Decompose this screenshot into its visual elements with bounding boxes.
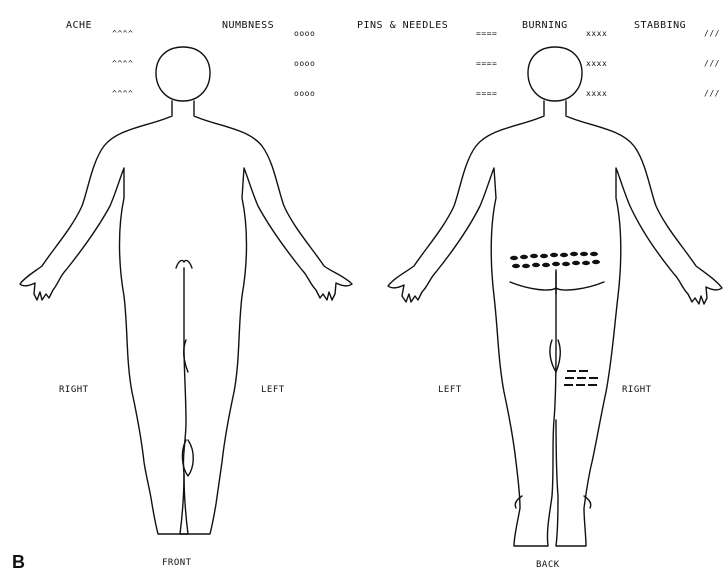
numbness-mark [592,260,600,264]
back-caption: BACK [536,560,560,570]
pins-needles-mark [564,384,573,386]
numbness-mark [520,255,528,259]
numbness-mark [590,252,598,256]
back-body-outline [388,47,722,546]
numbness-mark [532,263,540,267]
pins-needles-mark [567,370,576,372]
back-gluteal-fold [510,282,604,290]
back-left-ankle [515,496,522,508]
pins-needles-mark [577,377,586,379]
numbness-mark [540,254,548,258]
back-right-side-label: RIGHT [622,385,652,395]
numbness-mark [552,262,560,266]
pins-needles-mark [589,377,598,379]
numbness-mark [522,264,530,268]
numbness-mark [510,256,518,260]
numbness-mark [560,253,568,257]
numbness-mark [542,263,550,267]
front-body-left-contour [20,101,188,534]
numbness-mark [530,254,538,258]
panel-label: B [12,552,25,573]
front-body-right-contour [180,101,352,534]
front-head [156,47,210,101]
front-left-side-label: LEFT [261,385,285,395]
back-left-side-label: LEFT [438,385,462,395]
pins-needles-mark [588,384,597,386]
front-right-side-label: RIGHT [59,385,89,395]
numbness-mark [572,261,580,265]
numbness-markings [510,252,600,268]
front-caption: FRONT [162,558,192,568]
numbness-mark [562,262,570,266]
pins-needles-mark [576,384,585,386]
back-body-left-contour [388,101,556,546]
front-body-outline [20,47,352,534]
numbness-mark [570,252,578,256]
front-crotch [176,260,192,268]
pins-needles-markings [564,370,598,386]
numbness-mark [512,264,520,268]
numbness-mark [582,261,590,265]
back-body-right-contour [556,101,722,546]
numbness-mark [550,253,558,257]
pins-needles-mark [565,377,574,379]
pins-needles-mark [579,370,588,372]
back-knee [550,340,560,372]
numbness-mark [580,252,588,256]
back-head [528,47,582,101]
